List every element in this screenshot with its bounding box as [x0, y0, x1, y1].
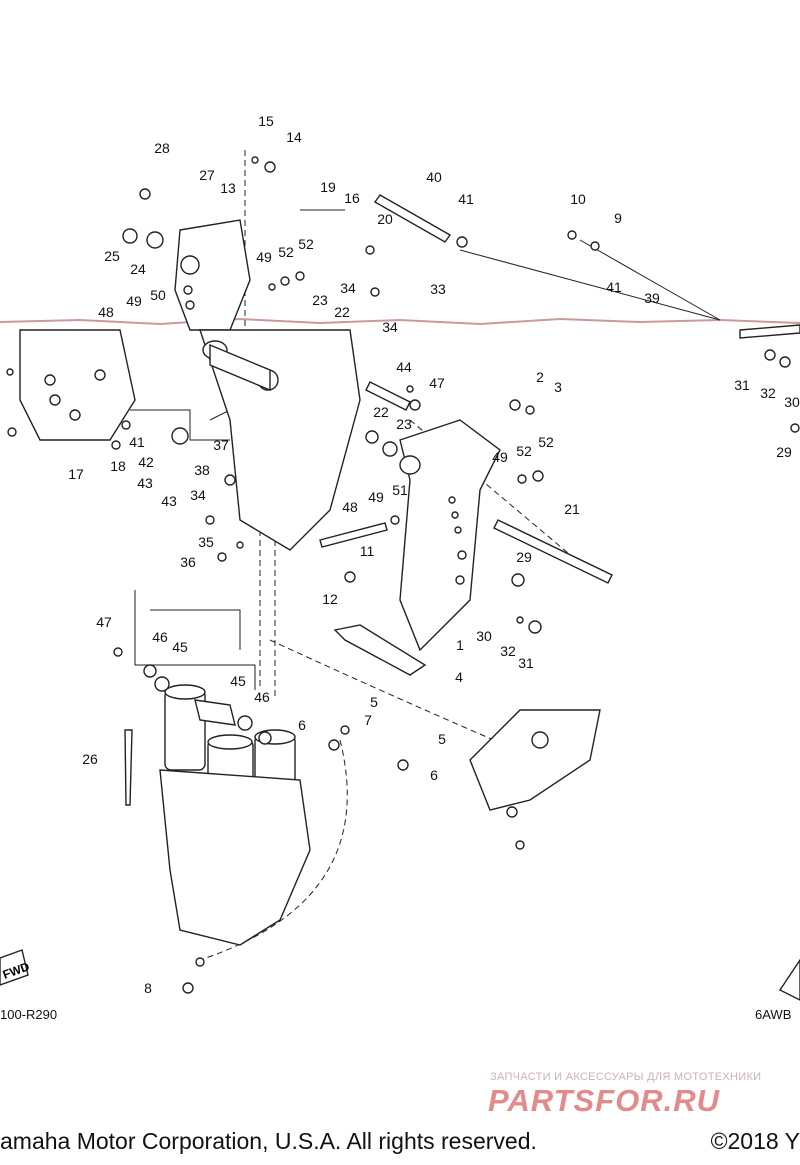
- callout-51: 51: [392, 482, 408, 498]
- fwd-badge-right: [778, 958, 800, 1001]
- scan-artifact-line: [0, 317, 800, 326]
- callout-23: 23: [396, 416, 412, 432]
- callout-19: 19: [320, 179, 336, 195]
- callout-22: 22: [334, 304, 350, 320]
- callout-18: 18: [110, 458, 126, 474]
- callout-44: 44: [396, 359, 412, 375]
- callout-46: 46: [254, 689, 270, 705]
- fwd-badge: FWD: [0, 949, 32, 986]
- copyright-year: ©2018 Y: [710, 1128, 800, 1154]
- callout-32: 32: [760, 385, 776, 401]
- callout-37: 37: [213, 437, 229, 453]
- callout-13: 13: [220, 180, 236, 196]
- callout-33: 33: [430, 281, 446, 297]
- callout-14: 14: [286, 129, 302, 145]
- callout-52: 52: [538, 434, 554, 450]
- callout-49: 49: [126, 293, 142, 309]
- callout-34: 34: [382, 319, 398, 335]
- swivel-bracket: [174, 219, 251, 331]
- shafts: [319, 194, 800, 584]
- callout-30: 30: [476, 628, 492, 644]
- copyright-text: amaha Motor Corporation, U.S.A. All righ…: [0, 1128, 537, 1154]
- callout-20: 20: [377, 211, 393, 227]
- callout-46: 46: [152, 629, 168, 645]
- callout-41: 41: [458, 191, 474, 207]
- callout-15: 15: [258, 113, 274, 129]
- callout-45: 45: [172, 639, 188, 655]
- callout-1: 1: [456, 637, 464, 653]
- callout-52: 52: [278, 244, 294, 260]
- callout-49: 49: [368, 489, 384, 505]
- callout-35: 35: [198, 534, 214, 550]
- callout-6: 6: [430, 767, 438, 783]
- fasteners: [6, 156, 800, 994]
- callout-50: 50: [150, 287, 166, 303]
- watermark-brand: PARTSFOR.RU: [488, 1083, 721, 1118]
- right-clamp-bracket: [399, 419, 501, 652]
- callout-29: 29: [516, 549, 532, 565]
- lower-mount: [469, 709, 601, 811]
- left-clamp-bracket: [19, 329, 136, 441]
- tilt-assembly: [199, 329, 361, 551]
- plate: [333, 624, 427, 676]
- figure-code-left: 100-R290: [0, 1007, 58, 1022]
- callout-52: 52: [298, 236, 314, 252]
- callout-26: 26: [82, 751, 98, 767]
- callout-28: 28: [154, 140, 170, 156]
- callout-4: 4: [455, 669, 463, 685]
- callout-9: 9: [614, 210, 622, 226]
- callout-34: 34: [340, 280, 356, 296]
- callout-49: 49: [492, 449, 508, 465]
- callout-52: 52: [516, 443, 532, 459]
- callout-32: 32: [500, 643, 516, 659]
- callout-16: 16: [344, 190, 360, 206]
- callout-11: 11: [360, 543, 375, 559]
- callout-7: 7: [364, 712, 372, 728]
- callout-49: 49: [256, 249, 272, 265]
- callout-22: 22: [373, 404, 389, 420]
- callout-36: 36: [180, 554, 196, 570]
- callout-29: 29: [776, 444, 792, 460]
- callout-40: 40: [426, 169, 442, 185]
- callout-41: 41: [129, 434, 145, 450]
- callout-21: 21: [564, 501, 580, 517]
- callout-43: 43: [137, 475, 153, 491]
- callout-5: 5: [438, 731, 446, 747]
- callout-27: 27: [199, 167, 215, 183]
- callout-38: 38: [194, 462, 210, 478]
- callout-2: 2: [536, 369, 544, 385]
- callout-48: 48: [98, 304, 114, 320]
- callout-42: 42: [138, 454, 154, 470]
- callout-6: 6: [298, 717, 306, 733]
- callout-25: 25: [104, 248, 120, 264]
- callout-3: 3: [554, 379, 562, 395]
- callout-10: 10: [570, 191, 586, 207]
- callout-43: 43: [161, 493, 177, 509]
- callout-31: 31: [518, 655, 534, 671]
- callout-23: 23: [312, 292, 328, 308]
- callout-5: 5: [370, 694, 378, 710]
- callout-8: 8: [144, 980, 152, 996]
- callout-12: 12: [322, 591, 338, 607]
- callout-34: 34: [190, 487, 206, 503]
- callout-30: 30: [784, 394, 800, 410]
- callout-17: 17: [68, 466, 84, 482]
- power-trim-tilt-unit: [159, 684, 311, 946]
- callout-45: 45: [230, 673, 246, 689]
- callout-41: 41: [606, 279, 622, 295]
- cable-tie: [124, 729, 133, 806]
- callout-24: 24: [130, 261, 146, 277]
- figure-code-right: 6AWB: [755, 1007, 792, 1022]
- callout-39: 39: [644, 290, 660, 306]
- callout-48: 48: [342, 499, 358, 515]
- callout-31: 31: [734, 377, 750, 393]
- callout-47: 47: [429, 375, 445, 391]
- callout-47: 47: [96, 614, 112, 630]
- watermark-subtitle: ЗАПЧАСТИ И АКСЕССУАРЫ ДЛЯ МОТОТЕХНИКИ: [490, 1071, 762, 1083]
